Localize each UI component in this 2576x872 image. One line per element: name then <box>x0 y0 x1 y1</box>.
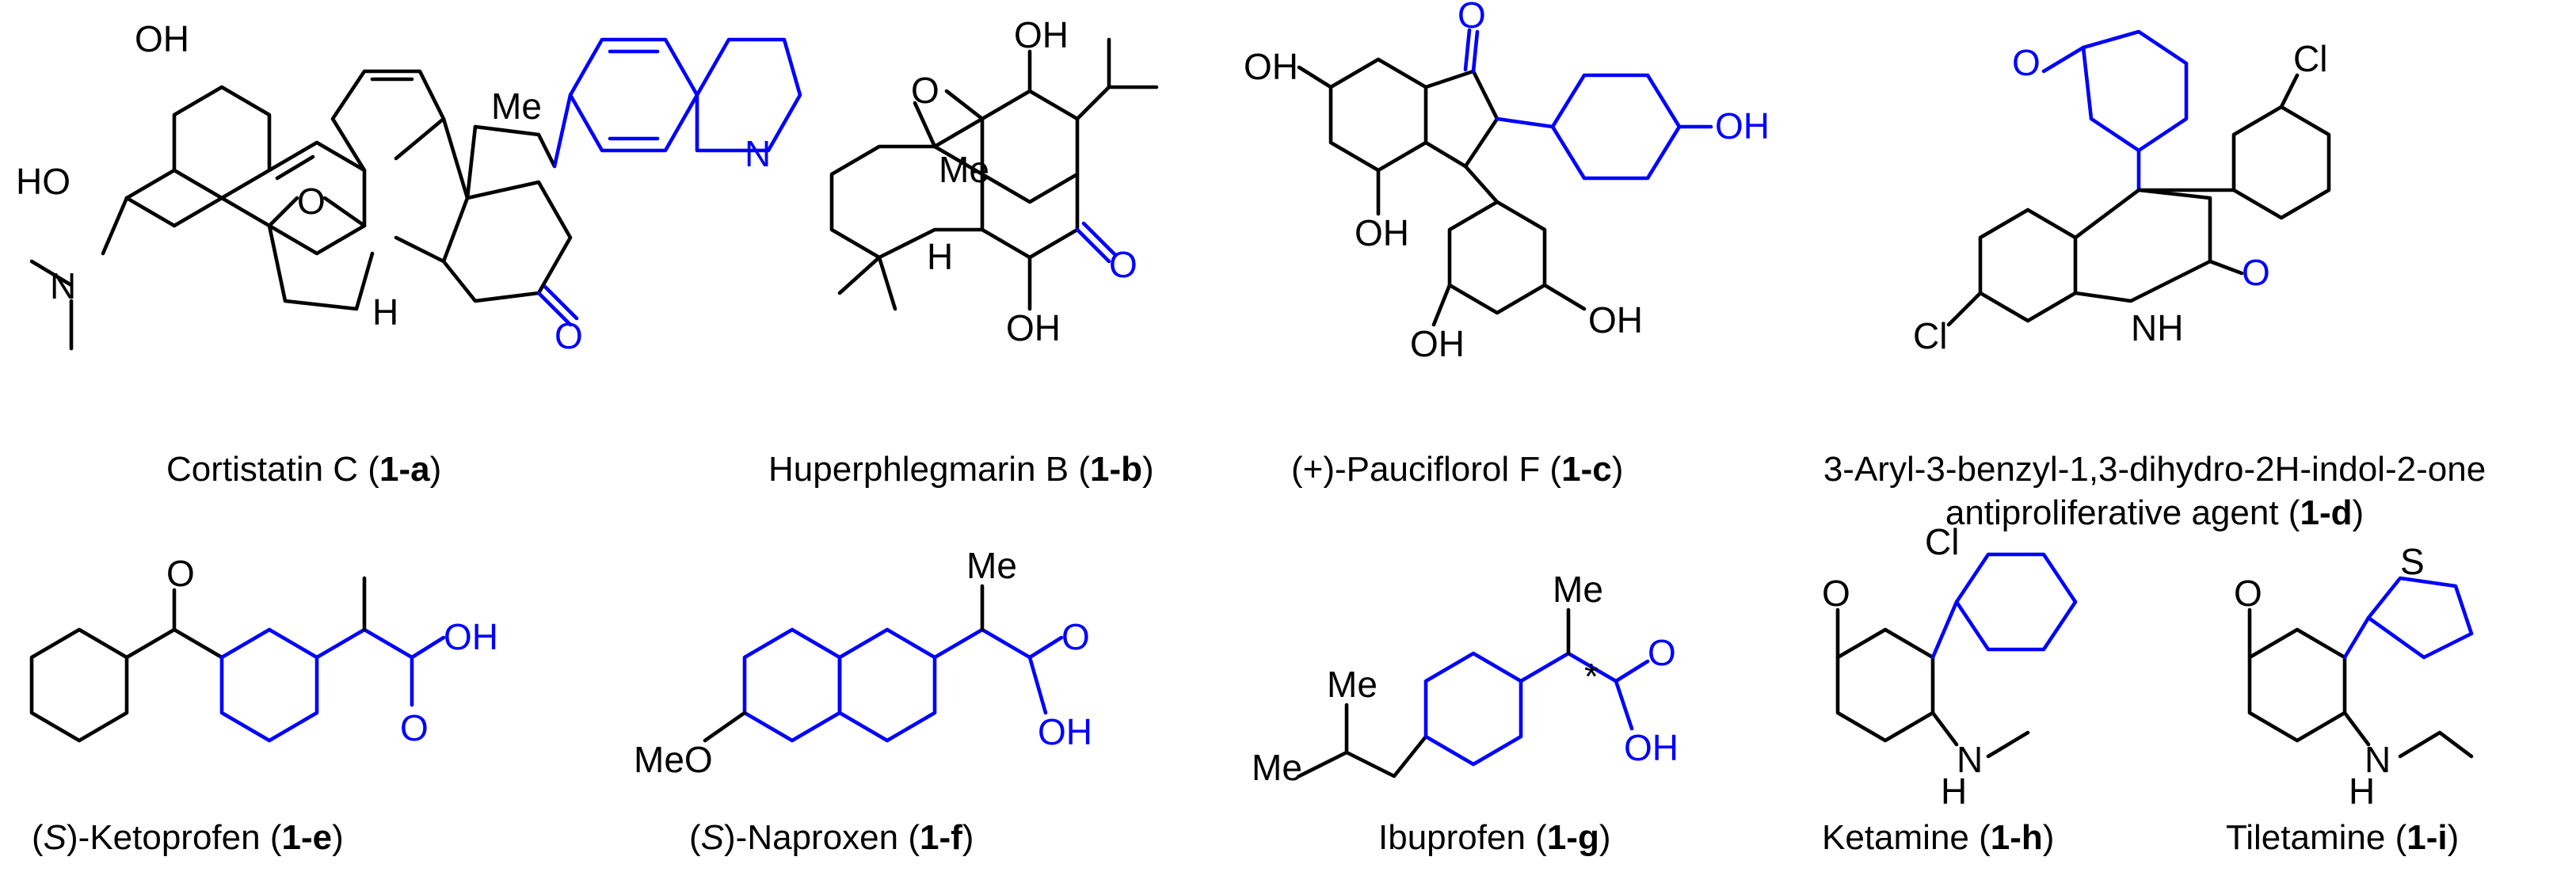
structure-1h <box>1835 552 2078 759</box>
atom-me-1b: Me <box>939 149 989 190</box>
atom-me-1g-top: Me <box>1327 664 1378 705</box>
atom-n-1i: N <box>2365 739 2391 780</box>
structure-1d <box>1946 29 2331 327</box>
atom-oh-1c-bottom: OH <box>1410 323 1465 364</box>
atom-meo-1f: MeO <box>634 739 713 780</box>
caption-1b-id: 1-b <box>1089 450 1142 489</box>
caption-1h: Ketamine (1-h) <box>1822 818 2055 857</box>
caption-1g: Ibuprofen (1-g) <box>1378 818 1611 857</box>
caption-1h-name: Ketamine <box>1822 818 1969 857</box>
caption-1i: Tiletamine (1-i) <box>2226 818 2460 857</box>
atom-nh-1d: NH <box>2131 307 2183 348</box>
structure-1a <box>29 37 802 351</box>
caption-1b: Huperphlegmarin B (1-b) <box>768 450 1154 489</box>
caption-1i-id: 1-i <box>2406 818 2448 857</box>
atom-o-1b: O <box>911 70 939 111</box>
structure-1g <box>1297 607 1650 779</box>
caption-1a-name: Cortistatin C <box>166 450 359 489</box>
atom-oh-1b-bottom: OH <box>1006 307 1061 348</box>
atom-h-1a: H <box>372 291 398 333</box>
atom-o-1h: O <box>1822 573 1850 614</box>
atom-star-1g: * <box>1584 656 1599 697</box>
caption-1c-id: 1-c <box>1561 450 1612 489</box>
atom-me-1f: Me <box>966 545 1017 586</box>
atom-o-1b-ketone: O <box>1109 244 1137 285</box>
atom-o-1e: O <box>400 707 429 748</box>
atom-o-1e-ketone: O <box>166 553 195 594</box>
atom-h-1i: H <box>2349 771 2375 812</box>
atom-oh-1c-left: OH <box>1244 46 1298 87</box>
atom-n-isoquinoline-1a: N <box>745 133 771 174</box>
atom-oh-1b-top: OH <box>1014 14 1069 55</box>
caption-1e-name: -Ketoprofen <box>78 818 261 857</box>
caption-1e-stereo: S <box>43 818 67 857</box>
caption-1h-id: 1-h <box>1990 818 2043 857</box>
atom-o-1c: O <box>1458 0 1486 36</box>
atom-cl-1d-top: Cl <box>2293 38 2327 79</box>
atom-o-1d-carbonyl: O <box>2242 252 2270 293</box>
atom-o-1d-methoxy: O <box>2012 42 2041 83</box>
caption-1d: 3-Aryl-3-benzyl-1,3-dihydro-2H-indol-2-o… <box>1759 447 2551 535</box>
structure-1e <box>29 576 446 743</box>
atom-me-1a: Me <box>491 86 542 127</box>
structure-1c <box>1297 28 1713 327</box>
atom-o-1i: O <box>2234 573 2262 614</box>
caption-1c-prefix: (+)- <box>1291 450 1347 489</box>
atom-n-1h: N <box>1957 739 1983 780</box>
atom-cl-1h: Cl <box>1925 521 1959 562</box>
atom-oh-1c-phenol: OH <box>1715 105 1770 147</box>
caption-1g-id: 1-g <box>1546 818 1599 857</box>
caption-1f: (S)-Naproxen (1-f) <box>689 818 974 857</box>
caption-1d-name: 3-Aryl-3-benzyl-1,3-dihydro-2H-indol-2-o… <box>1823 450 2486 489</box>
atom-s-1i: S <box>2400 541 2425 582</box>
structure-1b <box>829 37 1159 311</box>
atom-o-1f: O <box>1061 616 1090 657</box>
caption-1d-line2: antiproliferative agent <box>1945 493 2279 532</box>
atom-oh-1c-right: OH <box>1588 299 1643 341</box>
caption-1f-id: 1-f <box>920 818 962 857</box>
atom-me-1g-bottom: Me <box>1252 747 1302 788</box>
caption-1e-id: 1-e <box>281 818 333 857</box>
caption-1a-id: 1-a <box>379 450 430 489</box>
caption-1f-stereo: S <box>700 818 725 857</box>
caption-1a: Cortistatin C (1-a) <box>166 450 442 489</box>
structure-1f <box>703 584 1064 743</box>
atom-oh-1g: OH <box>1624 727 1679 768</box>
atom-o-ketone-1a: O <box>554 315 583 356</box>
atom-oh-1a-top: OH <box>135 18 189 59</box>
atom-h-1h: H <box>1941 771 1967 812</box>
atom-oh-1c-lower: OH <box>1355 212 1409 253</box>
atom-o-1g: O <box>1648 632 1676 673</box>
atom-h-1b: H <box>927 236 953 277</box>
caption-1i-name: Tiletamine <box>2226 818 2386 857</box>
atom-ho-1a: HO <box>16 161 70 202</box>
atom-oh-1e: OH <box>444 616 498 657</box>
caption-1d-id: 1-d <box>2300 493 2353 532</box>
caption-1e: (S)-Ketoprofen (1-e) <box>32 818 344 857</box>
caption-1g-name: Ibuprofen <box>1378 818 1526 857</box>
atom-me-1g-alpha: Me <box>1553 569 1603 610</box>
atom-n-1a: N <box>50 265 76 307</box>
caption-1f-name: -Naproxen <box>735 818 899 857</box>
atom-cl-1d-bottom: Cl <box>1913 315 1947 356</box>
atom-o-bridge-1a: O <box>297 181 326 222</box>
caption-1b-name: Huperphlegmarin B <box>768 450 1069 489</box>
atom-oh-1f: OH <box>1038 711 1092 752</box>
structure-1i <box>2247 576 2474 759</box>
caption-1c-name: Pauciflorol F <box>1346 450 1541 489</box>
caption-1c: (+)-Pauciflorol F (1-c) <box>1291 450 1624 489</box>
